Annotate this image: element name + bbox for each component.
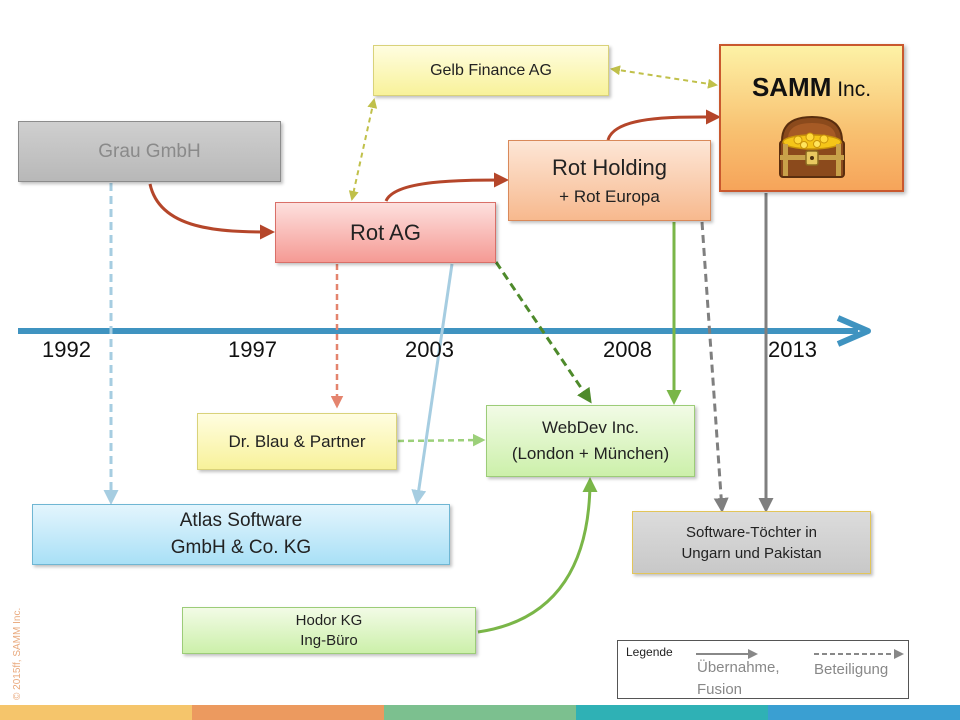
arrow-rotag-to-atlas — [411, 263, 454, 505]
year-label: 1997 — [228, 337, 277, 362]
treasure-chest-icon — [778, 115, 845, 178]
legend-solid-label-1: Übernahme, — [697, 659, 780, 676]
node-label-line2: Ing-Büro — [300, 632, 358, 649]
arrow-gelb-rotag — [348, 98, 378, 201]
samm-name-bold: SAMM — [751, 72, 832, 102]
node-gelb-finance: Gelb Finance AG — [373, 45, 609, 96]
node-label-line2: + Rot Europa — [559, 186, 660, 206]
node-rot-ag: Rot AG — [275, 202, 496, 263]
copyright-notice: © 2015ff, SAMM Inc. — [12, 607, 23, 700]
bottom-bar-segment — [576, 705, 768, 720]
arrow-rotag-to-rotholding — [384, 172, 509, 202]
node-label-line2: Ungarn und Pakistan — [681, 544, 822, 562]
node-hodor-kg: Hodor KG Ing-Büro — [182, 607, 476, 654]
node-label: SAMM Inc. — [752, 72, 871, 103]
legend: Legende Übernahme, Fusion Beteiligung — [617, 640, 909, 699]
arrow-gelb-samm — [610, 65, 718, 89]
node-software-toechter: Software-Töchter in Ungarn und Pakistan — [632, 511, 871, 574]
timeline-axis — [18, 315, 871, 347]
legend-title: Legende — [626, 645, 673, 659]
arrow-hodor-to-webdev — [477, 477, 598, 634]
node-label: Rot AG — [350, 219, 421, 245]
node-label-line2: (London + München) — [511, 444, 670, 463]
node-label-line1: Rot Holding — [552, 154, 667, 180]
node-atlas-software: Atlas Software GmbH & Co. KG — [32, 504, 450, 565]
year-label: 1992 — [42, 337, 91, 362]
node-label-line1: Software-Töchter in — [686, 523, 817, 541]
year-label: 2008 — [603, 337, 652, 362]
samm-name-suffix: Inc. — [831, 78, 872, 101]
node-samm-inc: SAMM Inc. — [719, 44, 904, 192]
arrow-blau-to-webdev — [397, 433, 486, 447]
node-label: Gelb Finance AG — [430, 61, 552, 79]
legend-lines — [696, 649, 904, 659]
arrow-rotag-to-webdev — [494, 261, 592, 404]
node-grau-gmbh: Grau GmbH — [18, 121, 281, 182]
year-label: 2003 — [405, 337, 454, 362]
arrow-rotholding-to-samm — [606, 109, 721, 141]
node-label-line1: WebDev Inc. — [541, 418, 639, 437]
node-label-line2: GmbH & Co. KG — [170, 537, 312, 558]
node-webdev-inc: WebDev Inc. (London + München) — [486, 405, 695, 477]
node-rot-holding: Rot Holding + Rot Europa — [508, 140, 711, 221]
legend-dashed-label: Beteiligung — [814, 661, 889, 678]
bottom-bar-segment — [384, 705, 576, 720]
node-label: Grau GmbH — [98, 140, 201, 162]
node-label-line1: Atlas Software — [179, 510, 303, 531]
arrow-grau-to-rotag — [148, 183, 275, 240]
bottom-bar-segment — [192, 705, 384, 720]
node-label-line1: Hodor KG — [295, 612, 363, 629]
bottom-bar-segment — [0, 705, 192, 720]
arrow-rotholding-to-toechter — [700, 221, 729, 513]
legend-solid-label-2: Fusion — [697, 681, 743, 698]
bottom-bar-segment — [768, 705, 960, 720]
node-dr-blau-partner: Dr. Blau & Partner — [197, 413, 397, 470]
year-label: 2013 — [768, 337, 817, 362]
node-label: Dr. Blau & Partner — [228, 431, 366, 451]
